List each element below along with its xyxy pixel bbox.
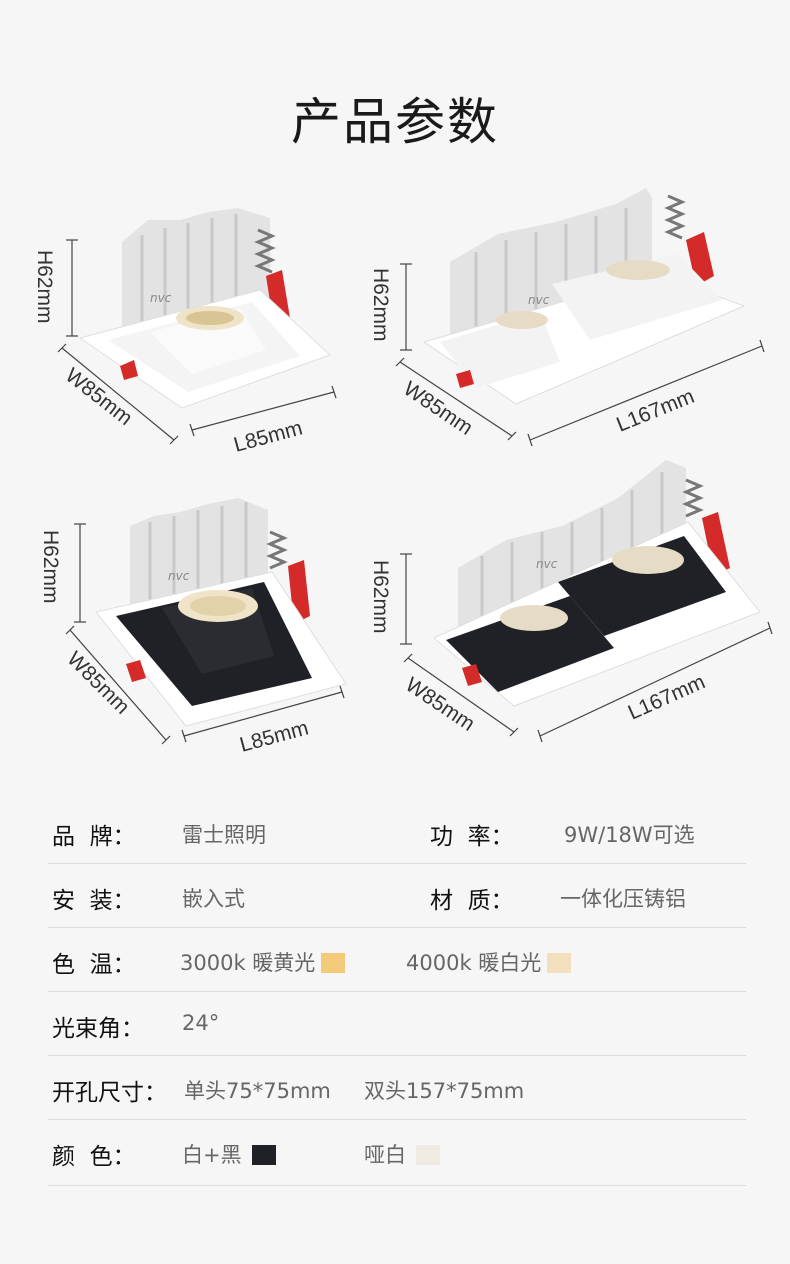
- height-label: H62mm: [369, 268, 392, 342]
- length-label: L167mm: [613, 385, 697, 437]
- color-option-text: 白+黑: [182, 1143, 242, 1167]
- color-temp-option-warm-yellow: 3000k 暖黄光: [180, 947, 346, 977]
- color-option-matte-white: 哑白: [364, 1139, 440, 1169]
- product-double-white: nvc H62mm W85mm L167mm: [366, 170, 776, 460]
- spec-row-install-material: 安 装： 嵌入式 材 质： 一体化压铸铝: [48, 864, 746, 928]
- spec-row-cutout: 开孔尺寸： 单头75*75mm 双头157*75mm: [48, 1056, 746, 1120]
- brand-logo: nvc: [536, 557, 558, 571]
- color-temp-option-text: 3000k 暖黄光: [180, 951, 316, 975]
- product-single-white: nvc H62mm W85mm L85mm: [30, 190, 360, 460]
- brand-logo: nvc: [168, 569, 190, 583]
- spec-row-color: 颜 色： 白+黑 哑白: [48, 1120, 746, 1186]
- black-swatch: [251, 1145, 276, 1165]
- color-temp-label: 色 温：: [52, 952, 136, 978]
- material-value: 一体化压铸铝: [560, 887, 686, 911]
- brand-value: 雷士照明: [182, 823, 266, 847]
- warm-yellow-swatch: [321, 953, 346, 973]
- color-label: 颜 色：: [52, 1144, 136, 1170]
- beam-angle-label: 光束角：: [52, 1016, 144, 1042]
- length-label: L85mm: [237, 716, 311, 756]
- spec-row-color-temp: 色 温： 3000k 暖黄光 4000k 暖白光: [48, 928, 746, 992]
- matte-white-swatch: [416, 1145, 440, 1165]
- beam-angle-value: 24°: [182, 1011, 220, 1035]
- color-option-white-black: 白+黑: [182, 1139, 276, 1169]
- brand-label: 品 牌：: [52, 824, 136, 850]
- length-label: L85mm: [231, 416, 305, 456]
- material-label: 材 质：: [430, 888, 514, 914]
- install-label: 安 装：: [52, 888, 136, 914]
- product-single-black: nvc H62mm W85mm L85mm: [30, 488, 360, 758]
- power-value: 9W/18W可选: [564, 823, 695, 847]
- spec-table: 品 牌： 雷士照明 功 率： 9W/18W可选 安 装： 嵌入式 材 质： 一体…: [48, 800, 746, 1186]
- product-double-black: nvc H62mm W85mm L167mm: [366, 450, 776, 750]
- brand-logo: nvc: [150, 291, 172, 305]
- color-option-text: 哑白: [364, 1143, 406, 1167]
- spec-row-beam-angle: 光束角： 24°: [48, 992, 746, 1056]
- cutout-label: 开孔尺寸：: [52, 1080, 167, 1106]
- height-label: H62mm: [369, 560, 392, 634]
- width-label: W85mm: [62, 647, 134, 719]
- color-temp-option-warm-white: 4000k 暖白光: [406, 947, 572, 977]
- install-value: 嵌入式: [182, 887, 245, 911]
- cutout-single-value: 单头75*75mm: [184, 1079, 331, 1103]
- page-title: 产品参数: [291, 93, 499, 151]
- brand-logo: nvc: [528, 293, 550, 307]
- power-label: 功 率：: [430, 824, 514, 850]
- warm-white-swatch: [547, 953, 572, 973]
- height-label: H62mm: [39, 530, 62, 604]
- spec-row-brand-power: 品 牌： 雷士照明 功 率： 9W/18W可选: [48, 800, 746, 864]
- height-label: H62mm: [33, 250, 56, 324]
- length-label: L167mm: [625, 670, 709, 724]
- color-temp-option-text: 4000k 暖白光: [406, 951, 542, 975]
- cutout-double-value: 双头157*75mm: [364, 1079, 525, 1103]
